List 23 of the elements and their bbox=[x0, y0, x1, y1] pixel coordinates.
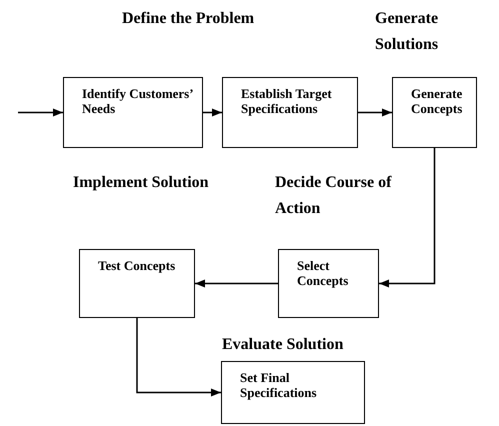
arrow bbox=[136, 318, 221, 396]
stage-heading: Define the Problem bbox=[122, 9, 256, 29]
stage-heading: Generate Solutions bbox=[375, 9, 440, 55]
process-box bbox=[79, 249, 195, 318]
box-text: Set Final Specifications bbox=[240, 370, 318, 400]
stage-heading: Implement Solution bbox=[73, 173, 210, 193]
process-box bbox=[278, 249, 379, 318]
box-text: Test Concepts bbox=[98, 258, 176, 273]
process-box bbox=[63, 77, 203, 148]
stage-heading: Decide Course of Action bbox=[275, 173, 393, 219]
arrow bbox=[195, 280, 278, 288]
process-box bbox=[221, 361, 365, 424]
box-text: Select Concepts bbox=[297, 258, 350, 288]
arrow bbox=[18, 108, 63, 116]
stage-heading: Evaluate Solution bbox=[222, 335, 344, 355]
process-box bbox=[222, 77, 358, 148]
arrow bbox=[379, 148, 436, 288]
box-text: Establish Target Specifications bbox=[241, 86, 333, 116]
process-box bbox=[392, 77, 477, 148]
arrow bbox=[203, 108, 222, 116]
box-text: Generate Concepts bbox=[411, 86, 464, 116]
arrow bbox=[358, 108, 392, 116]
box-text: Identify Customers’ Needs bbox=[82, 86, 194, 116]
